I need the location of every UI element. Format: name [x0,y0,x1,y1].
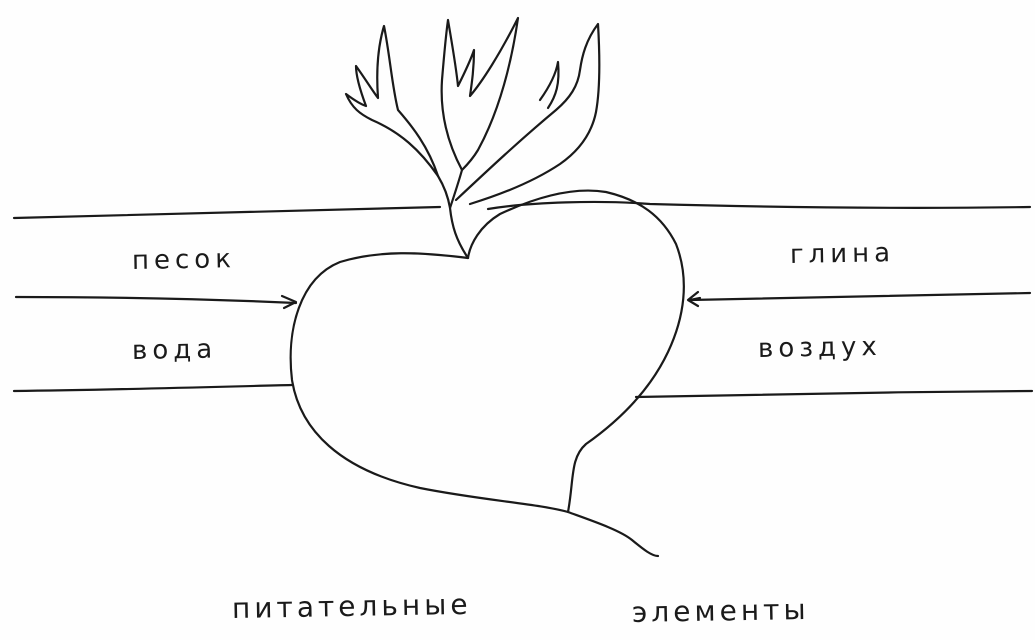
label-nutrients-word-1: питательные [232,588,472,625]
label-nutrients-word-2: элементы [632,593,810,629]
label-clay: глина [790,238,896,270]
leaf-right [456,24,599,204]
beet-stem [438,176,468,258]
soil-line-top-left [14,207,440,218]
leaf-left [346,26,438,176]
beet-root-outline [291,191,684,512]
label-air: воздух [758,332,882,364]
label-sand: песок [132,244,236,276]
beet-taproot [568,512,658,556]
soil-line-bottom-right [636,391,1032,397]
soil-line-top-right [488,202,1030,209]
leaf-center [442,18,518,170]
soil-line-mid-right [690,293,1030,300]
leaf-right-inner [540,62,559,108]
beet-stem-2 [450,170,462,208]
label-water: вода [132,335,218,366]
soil-line-bottom-left [14,385,292,391]
soil-line-mid-left [16,297,296,303]
